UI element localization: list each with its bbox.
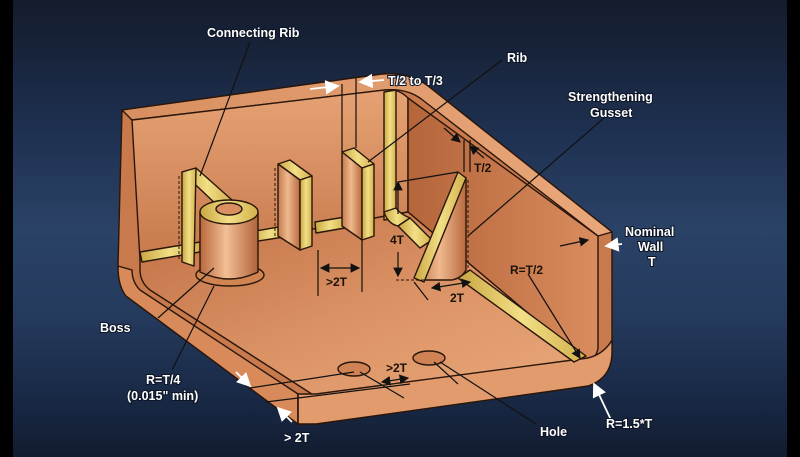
gusset-base-dimension: 2T [450, 291, 465, 305]
label-hole: Hole [540, 425, 567, 439]
rib-spacing-dimension: >2T [326, 275, 348, 289]
label-gusset-line1: Strengthening [568, 90, 653, 104]
label-nominal-line2: Wall [638, 240, 663, 254]
boss [195, 199, 265, 287]
label-connecting-rib: Connecting Rib [207, 26, 300, 40]
connecting-rib [178, 167, 233, 267]
label-rib: Rib [507, 51, 528, 65]
gusset-thickness-dimension: T/2 [474, 161, 492, 175]
label-gusset-line2: Gusset [590, 106, 633, 120]
label-rib-thickness: T/2 to T/3 [388, 74, 443, 88]
label-outer-radius: R=1.5*T [606, 417, 653, 431]
label-boss-radius-line1: R=T/4 [146, 373, 180, 387]
strengthening-gusset [396, 171, 469, 283]
part-illustration: >2T 4T 2T T/2 R=T/2 >2T Connecting Rib T… [99, 25, 675, 446]
rib-height-dimension: 4T [390, 233, 405, 247]
label-edge-distance: > 2T [284, 431, 310, 445]
inner-radius-dimension: R=T/2 [510, 263, 543, 277]
rib-2 [341, 147, 375, 241]
label-nominal-line3: T [648, 255, 656, 269]
label-nominal-line1: Nominal [625, 225, 674, 239]
leader-lines [157, 41, 605, 425]
label-boss-radius-line2: (0.015" min) [127, 389, 198, 403]
label-boss: Boss [100, 321, 131, 335]
diagram-canvas: >2T 4T 2T T/2 R=T/2 >2T Connecting Rib T… [13, 0, 787, 457]
rib-1 [274, 159, 313, 251]
dimension-lines [249, 127, 590, 403]
callout-arrows [235, 73, 623, 423]
hole-spacing-dimension: >2T [386, 361, 408, 375]
